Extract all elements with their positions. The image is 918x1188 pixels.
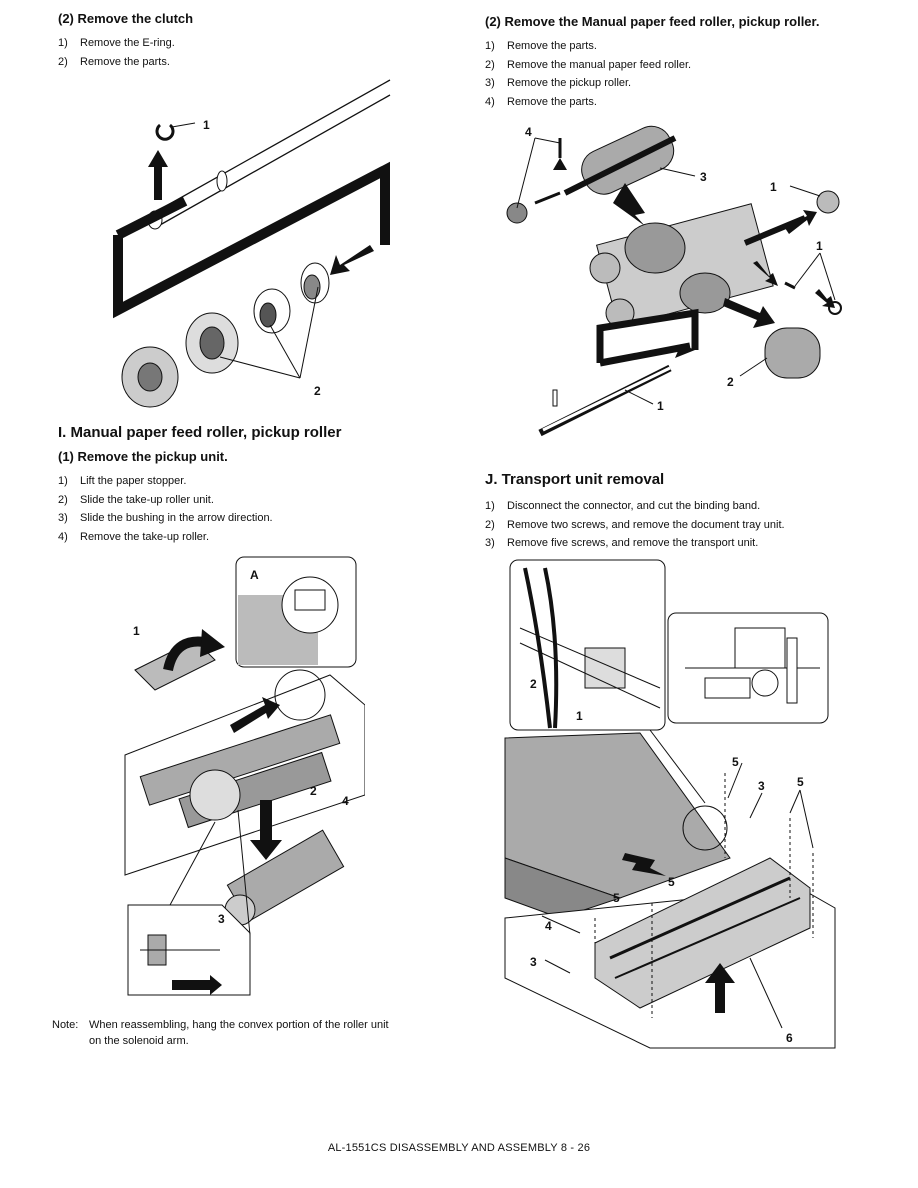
section-j-steps: 1)Disconnect the connector, and cut the … xyxy=(485,497,785,553)
transport-callout-3a: 3 xyxy=(758,779,765,793)
clutch-step-2: 2)Remove the parts. xyxy=(58,55,170,68)
manual-feed-heading: (2) Remove the Manual paper feed roller,… xyxy=(485,14,820,29)
section-i-step-4: 4)Remove the take-up roller. xyxy=(58,530,210,543)
feed-callout-4: 4 xyxy=(525,125,532,139)
feed-callout-1b: 1 xyxy=(816,239,823,253)
clutch-heading: (2) Remove the clutch xyxy=(58,11,194,26)
section-j-step-3: 3)Remove five screws, and remove the tra… xyxy=(485,537,759,549)
pickup-unit-diagram: A 1 2 3 4 xyxy=(124,556,365,996)
transport-callout-5d: 5 xyxy=(613,891,620,905)
section-i-subheading: (1) Remove the pickup unit. xyxy=(58,449,228,464)
transport-callout-2: 2 xyxy=(530,677,537,691)
transport-callout-5b: 5 xyxy=(797,775,804,789)
transport-callout-1: 1 xyxy=(576,709,583,723)
manual-feed-step-3: 3)Remove the pickup roller. xyxy=(485,77,632,89)
section-i-title: I. Manual paper feed roller, pickup roll… xyxy=(58,424,342,441)
reassembly-note: Note:When reassembling, hang the convex … xyxy=(52,1019,389,1047)
feed-callout-2: 2 xyxy=(727,375,734,389)
section-i-step-3: 3)Slide the bushing in the arrow directi… xyxy=(58,512,273,524)
transport-callout-6: 6 xyxy=(786,1031,793,1045)
pickup-callout-2: 2 xyxy=(310,784,317,798)
feed-callout-1a: 1 xyxy=(770,180,777,194)
clutch-callout-2: 2 xyxy=(314,384,321,398)
feed-callout-1c: 1 xyxy=(657,399,664,413)
transport-callout-4: 4 xyxy=(545,919,552,933)
section-j-step-1: 1)Disconnect the connector, and cut the … xyxy=(485,500,761,512)
manual-feed-step-2: 2)Remove the manual paper feed roller. xyxy=(485,58,692,71)
pickup-callout-4: 4 xyxy=(342,794,349,808)
clutch-step-1: 1)Remove the E-ring. xyxy=(58,37,175,49)
section-j-title: J. Transport unit removal xyxy=(485,471,665,488)
pickup-callout-1: 1 xyxy=(133,624,140,638)
manual-feed-steps: 1)Remove the parts. 2)Remove the manual … xyxy=(485,37,691,111)
pickup-callout-3: 3 xyxy=(218,912,225,926)
section-i-steps: 1)Lift the paper stopper. 2)Slide the ta… xyxy=(58,472,273,546)
page-footer: AL-1551CS DISASSEMBLY AND ASSEMBLY 8 - 2… xyxy=(327,1142,591,1154)
section-i-step-2: 2)Slide the take-up roller unit. xyxy=(58,493,214,506)
transport-callout-5a: 5 xyxy=(732,755,739,769)
section-j-step-2: 2)Remove two screws, and remove the docu… xyxy=(485,518,785,531)
clutch-callout-1: 1 xyxy=(203,118,210,132)
manual-feed-step-4: 4)Remove the parts. xyxy=(485,95,597,108)
pickup-callout-A: A xyxy=(250,568,259,582)
manual-feed-step-1: 1)Remove the parts. xyxy=(485,40,597,52)
manual-feed-roller-diagram: 4 3 1 1 2 1 xyxy=(506,125,842,437)
transport-unit-diagram: 2 1 5 3 5 5 5 4 3 6 xyxy=(504,559,836,1049)
transport-callout-3b: 3 xyxy=(530,955,537,969)
transport-callout-5c: 5 xyxy=(668,875,675,889)
feed-callout-3: 3 xyxy=(700,170,707,184)
clutch-diagram: 1 2 xyxy=(113,79,391,408)
section-i-step-1: 1)Lift the paper stopper. xyxy=(58,475,187,487)
clutch-steps: 1)Remove the E-ring. 2)Remove the parts. xyxy=(58,34,175,71)
